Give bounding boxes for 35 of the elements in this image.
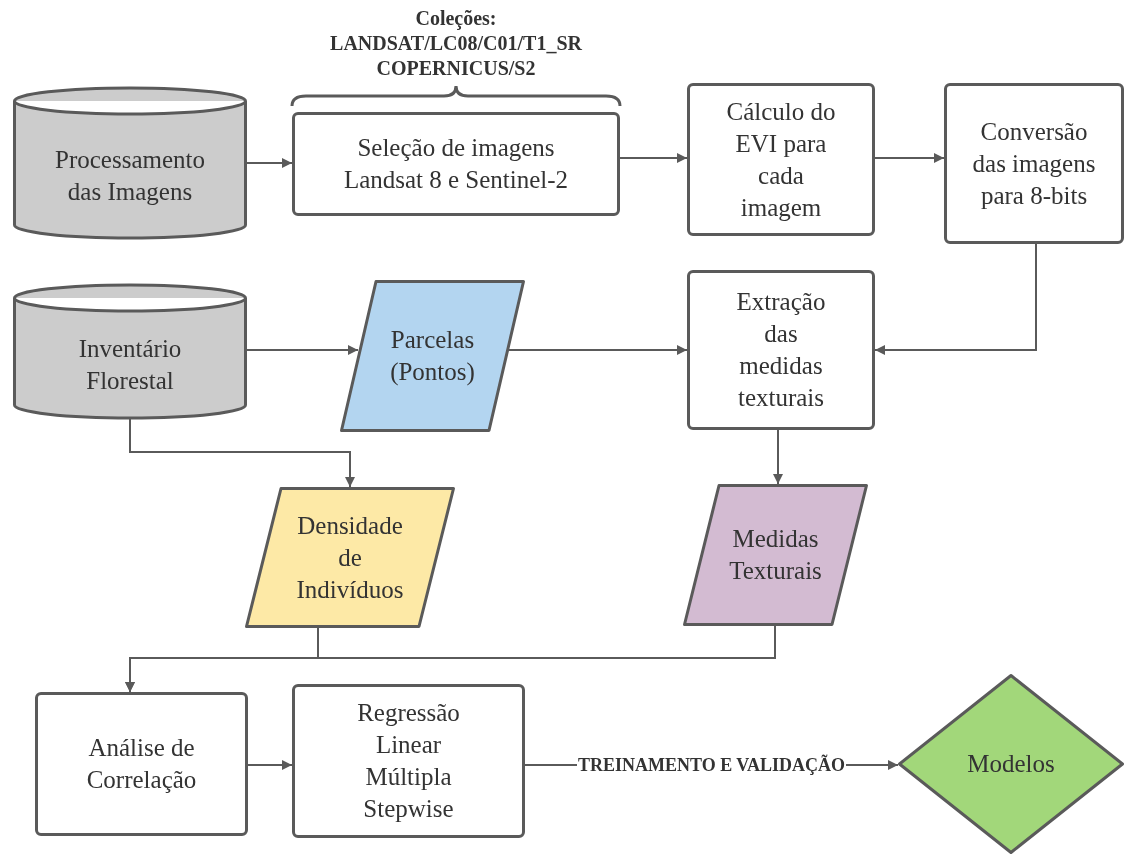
- arrow: [247, 760, 293, 770]
- node-text: Extração das medidas texturais: [735, 287, 827, 413]
- node-text: Regressão Linear Múltipla Stepwise: [356, 698, 461, 824]
- decision-diamond: [898, 674, 1124, 854]
- arrow: [619, 153, 688, 163]
- arrow: [125, 625, 776, 693]
- arrow: [246, 158, 293, 168]
- process-box: [687, 83, 875, 236]
- node-text: Modelos: [967, 749, 1055, 779]
- arrow: [246, 345, 359, 355]
- process-box: [944, 83, 1124, 244]
- process-box: [35, 692, 248, 836]
- edge-label: TREINAMENTO E VALIDAÇÃO: [577, 754, 847, 776]
- process-box: [292, 112, 620, 216]
- data-parallelogram: [683, 484, 868, 626]
- node-text: Densidade de Indivíduos: [295, 510, 405, 605]
- data-parallelogram: [340, 280, 525, 432]
- node-text: Seleção de imagens Landsat 8 e Sentinel-2: [342, 133, 570, 195]
- annotation-text: Coleções: LANDSAT/LC08/C01/T1_SR COPERNICUS/S2: [329, 6, 583, 81]
- data-parallelogram: [245, 487, 455, 628]
- arrow: [874, 243, 1037, 355]
- process-box: [687, 270, 875, 430]
- node-text: Processamento das Imagens: [54, 145, 206, 207]
- database-cylinder: [13, 285, 247, 418]
- arrow: [129, 417, 355, 488]
- node-text: Medidas Texturais: [728, 524, 823, 586]
- process-box: [292, 684, 525, 838]
- node-text: Conversão das imagens para 8-bits: [971, 116, 1097, 211]
- arrow: [874, 153, 945, 163]
- arrow: [773, 429, 783, 485]
- database-cylinder: [13, 88, 247, 238]
- node-text: Análise de Correlação: [85, 733, 198, 795]
- node-text: Parcelas (Pontos): [389, 325, 476, 388]
- node-text: Inventário Florestal: [77, 333, 183, 396]
- node-text: Cálculo do EVI para cada imagem: [725, 96, 837, 223]
